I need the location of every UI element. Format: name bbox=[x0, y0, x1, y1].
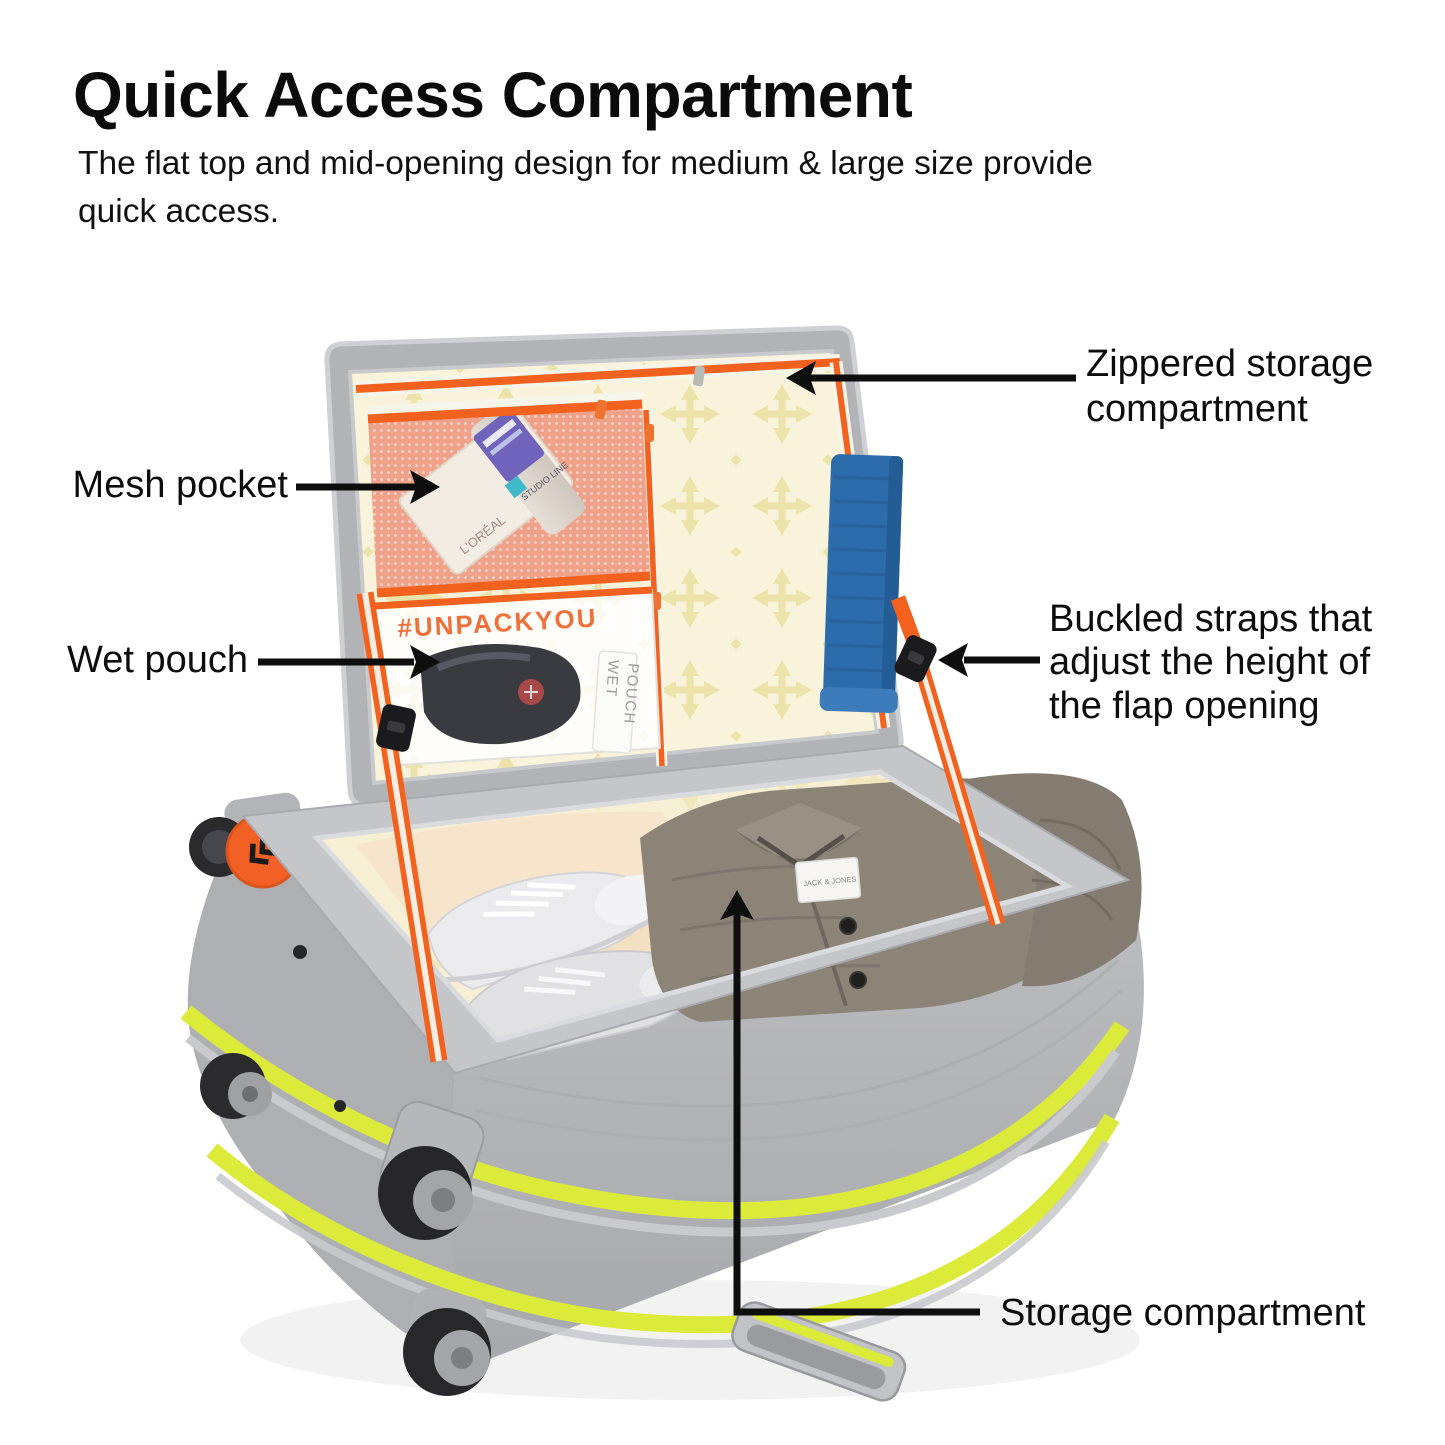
mesh-pocket-arrow bbox=[296, 470, 440, 504]
shirt-button bbox=[849, 971, 867, 989]
left-strap-buckle bbox=[376, 704, 416, 752]
suitcase-body bbox=[180, 792, 1144, 1402]
wheel-back-left bbox=[189, 792, 304, 889]
folded-shirt: JACK & JONES bbox=[640, 773, 1142, 1022]
rivet-dot bbox=[334, 1100, 346, 1112]
wet-pouch-tag-word1: WET bbox=[602, 659, 622, 698]
towel bbox=[819, 454, 904, 714]
wet-pouch-arrow bbox=[258, 645, 440, 679]
shirt-label: JACK & JONES bbox=[794, 856, 862, 904]
callout-wet-pouch-label: Wet pouch bbox=[67, 639, 248, 681]
callout-storage-compartment-label: Storage compartment bbox=[1000, 1292, 1366, 1334]
page-subtitle: The flat top and mid-opening design for … bbox=[78, 145, 1093, 231]
front-handle bbox=[731, 1301, 907, 1402]
shirt-sleeve bbox=[950, 773, 1142, 987]
wet-pouch-tag-word2: POUCH bbox=[620, 663, 641, 726]
wheel-left-bottom bbox=[200, 1053, 272, 1119]
cosmetic-tube: STUDIO LINE bbox=[471, 405, 585, 535]
body-interior: JACK & JONES bbox=[300, 760, 1142, 1061]
right-strap bbox=[890, 595, 1006, 927]
wheel-bottom-front bbox=[403, 1288, 491, 1396]
body-front-face bbox=[450, 880, 1144, 1368]
divider-zipper bbox=[640, 409, 668, 767]
packing-cloth bbox=[356, 811, 705, 934]
callout-mesh-pocket-label: Mesh pocket bbox=[72, 464, 288, 506]
page-title: Quick Access Compartment bbox=[73, 59, 913, 131]
lime-stripe-lower bbox=[206, 1113, 1120, 1348]
callout-zippered-storage-label: Zippered storage compartment bbox=[1086, 343, 1374, 430]
rivet-dot bbox=[293, 945, 307, 959]
lid: L'ORÉAL STUDIO LINE bbox=[324, 325, 904, 808]
right-strap-buckle bbox=[894, 635, 937, 683]
lime-stripe-upper bbox=[180, 1005, 1130, 1237]
shirt-collar bbox=[735, 803, 862, 870]
buckled-straps-arrow bbox=[938, 643, 1040, 677]
zippered-storage-arrow bbox=[786, 361, 1076, 395]
main-zipper-pull bbox=[693, 365, 705, 387]
main-zipper bbox=[355, 354, 841, 397]
callout-buckled-straps-label: Buckled straps that adjust the height of… bbox=[1049, 598, 1373, 727]
callout-arrows bbox=[258, 361, 1076, 1316]
mesh-pocket: L'ORÉAL STUDIO LINE bbox=[367, 391, 651, 598]
wheel-center bbox=[378, 1100, 485, 1240]
storage-compartment-line bbox=[720, 890, 980, 1316]
shirt-button bbox=[839, 917, 857, 935]
wet-pouch: #UNPACKYOU WET POUCH bbox=[372, 586, 662, 768]
sock-bundle bbox=[420, 644, 581, 745]
wet-pouch-tag: WET POUCH bbox=[591, 650, 642, 754]
left-strap bbox=[356, 591, 448, 1063]
